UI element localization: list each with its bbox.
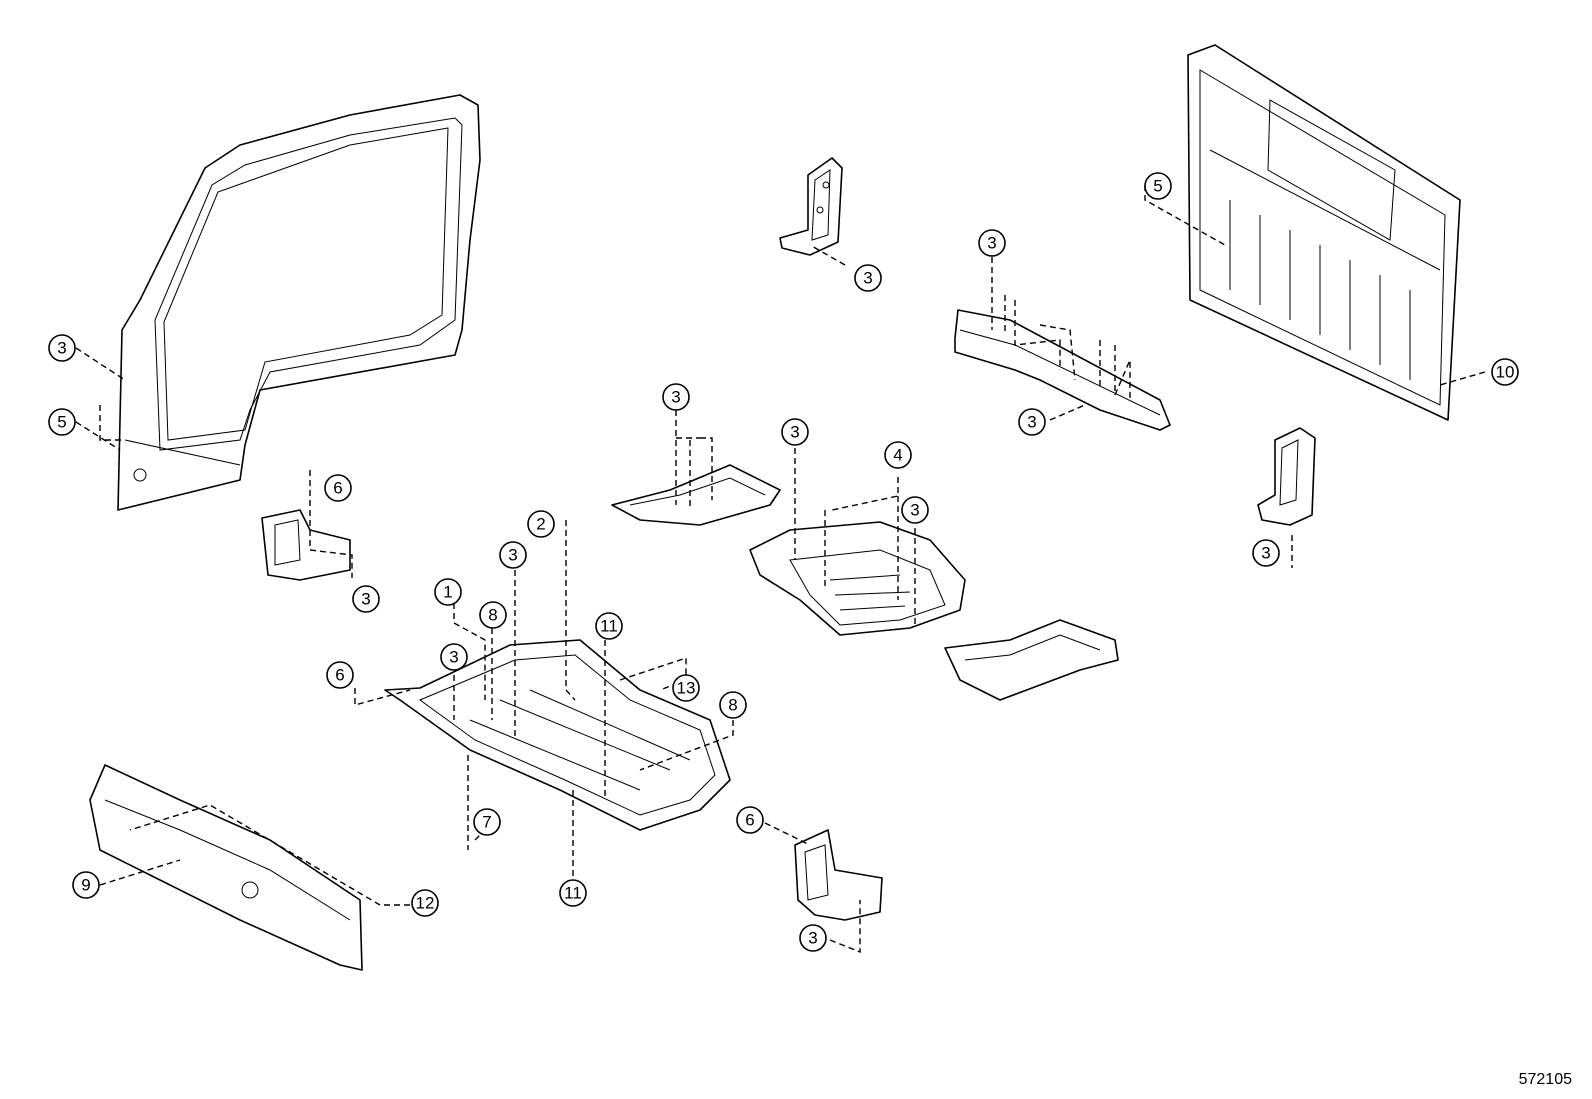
callout-3: 3 [854, 264, 882, 292]
callout-3: 3 [1252, 539, 1280, 567]
svg-text:5: 5 [1153, 177, 1162, 196]
callout-5: 5 [48, 408, 76, 436]
callout-3: 3 [901, 496, 929, 524]
rear-floor-pan [749, 521, 966, 636]
callout-9: 9 [72, 871, 100, 899]
svg-text:3: 3 [57, 339, 66, 358]
svg-text:8: 8 [728, 696, 737, 715]
callout-3: 3 [978, 229, 1006, 257]
callout-10: 10 [1491, 358, 1519, 386]
svg-text:4: 4 [893, 446, 902, 465]
pillar-bracket-rear [1257, 427, 1316, 526]
svg-text:6: 6 [333, 479, 342, 498]
callout-4: 4 [884, 441, 912, 469]
svg-text:3: 3 [449, 648, 458, 667]
callout-3: 3 [1018, 408, 1046, 436]
callout-3: 3 [781, 418, 809, 446]
svg-text:3: 3 [1261, 544, 1270, 563]
svg-text:3: 3 [361, 590, 370, 609]
svg-text:6: 6 [335, 666, 344, 685]
callout-6: 6 [736, 806, 764, 834]
callout-7: 7 [473, 808, 501, 836]
callout-13: 13 [672, 674, 700, 702]
svg-text:3: 3 [508, 546, 517, 565]
svg-text:5: 5 [57, 413, 66, 432]
front-floor-pan [384, 639, 731, 831]
svg-text:3: 3 [671, 388, 680, 407]
svg-text:6: 6 [745, 811, 754, 830]
svg-text:13: 13 [677, 679, 696, 698]
callout-8: 8 [719, 691, 747, 719]
callout-3: 3 [440, 643, 468, 671]
callout-8: 8 [479, 601, 507, 629]
callout-3: 3 [662, 383, 690, 411]
svg-text:3: 3 [910, 501, 919, 520]
callout-11: 11 [559, 879, 587, 907]
svg-text:7: 7 [482, 813, 491, 832]
side-panel-outer [117, 94, 481, 511]
svg-text:3: 3 [987, 234, 996, 253]
callout-2: 2 [527, 510, 555, 538]
callout-1: 1 [434, 578, 462, 606]
callout-11: 11 [595, 612, 623, 640]
svg-text:8: 8 [488, 606, 497, 625]
callout-3: 3 [352, 585, 380, 613]
svg-text:1: 1 [443, 583, 452, 602]
side-bracket-lower [794, 829, 883, 921]
rear-cross-member [954, 309, 1171, 431]
svg-text:3: 3 [1027, 413, 1036, 432]
callout-12: 12 [411, 889, 439, 917]
svg-text:11: 11 [564, 884, 582, 903]
svg-text:3: 3 [808, 929, 817, 948]
diagram-id-label: 572105 [1518, 1071, 1572, 1088]
svg-text:3: 3 [790, 423, 799, 442]
floor-extension [944, 619, 1119, 701]
cowl-panel [89, 764, 363, 971]
floor-panel-small [611, 464, 781, 526]
svg-text:12: 12 [416, 894, 435, 913]
callout-3: 3 [799, 924, 827, 952]
svg-text:9: 9 [81, 876, 90, 895]
svg-text:11: 11 [600, 617, 618, 636]
callout-6: 6 [324, 474, 352, 502]
callout-3: 3 [48, 334, 76, 362]
callout-6: 6 [326, 661, 354, 689]
callout-5: 5 [1144, 172, 1172, 200]
callout-3: 3 [499, 541, 527, 569]
pillar-bracket-upper [779, 157, 843, 256]
back-panel [1187, 44, 1461, 421]
svg-text:10: 10 [1496, 363, 1515, 382]
side-bracket-left [261, 509, 351, 581]
leader-lines [75, 185, 1486, 954]
svg-text:3: 3 [863, 269, 872, 288]
svg-text:2: 2 [536, 515, 545, 534]
